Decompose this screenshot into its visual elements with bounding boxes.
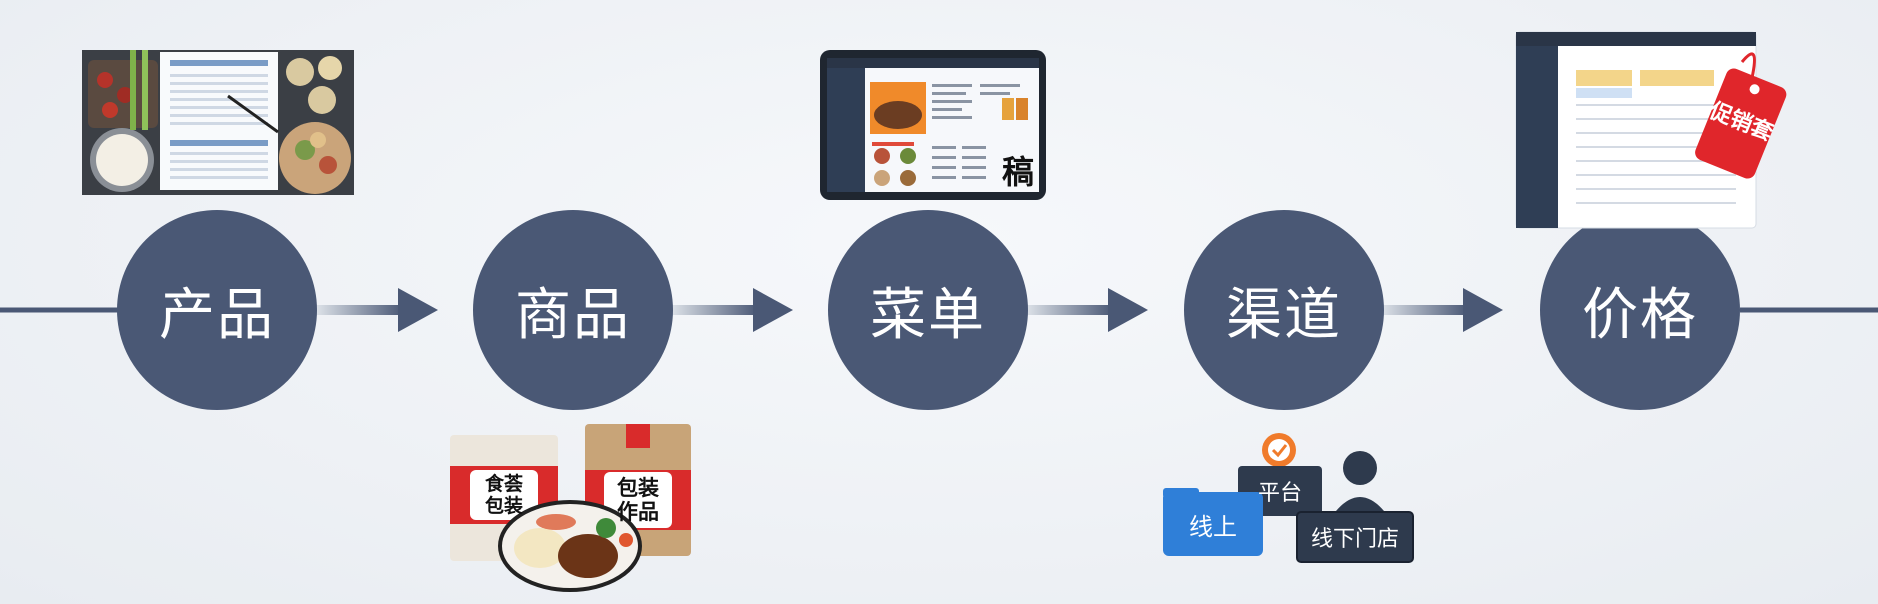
menu-tablet-illustration [820, 50, 1046, 200]
bag-left-label: 食荟 包装 [484, 473, 523, 517]
connector-arrow-2 [670, 288, 793, 332]
step-label-price: 价格 [1582, 282, 1698, 348]
menu-tablet-badge: 稿 [1001, 153, 1034, 191]
bag-right-label: 包装 作品 [617, 476, 659, 524]
step-label-product: 产品 [159, 282, 275, 348]
channel-online-label: 线上 [1189, 512, 1237, 541]
step-label-channel: 渠道 [1226, 282, 1342, 348]
channels-illustration [1163, 433, 1414, 563]
step-node-price [1540, 210, 1740, 410]
channel-platform-label: 平台 [1257, 481, 1302, 506]
connector-arrow-3 [1025, 288, 1148, 332]
step-node-product [117, 210, 317, 410]
connector-arrow-4 [1380, 288, 1503, 332]
step-node-goods [473, 210, 673, 410]
packaged-goods-illustration [450, 424, 691, 592]
step-node-channel [1184, 210, 1384, 410]
channel-offline-label: 线下门店 [1310, 527, 1399, 552]
connector-arrow-1 [315, 288, 438, 332]
step-node-menu [828, 210, 1028, 410]
step-label-goods: 商品 [515, 282, 631, 348]
price-dashboard-illustration [1515, 31, 1787, 229]
step-label-menu: 菜单 [870, 282, 986, 348]
product-spec-illustration [82, 50, 354, 195]
